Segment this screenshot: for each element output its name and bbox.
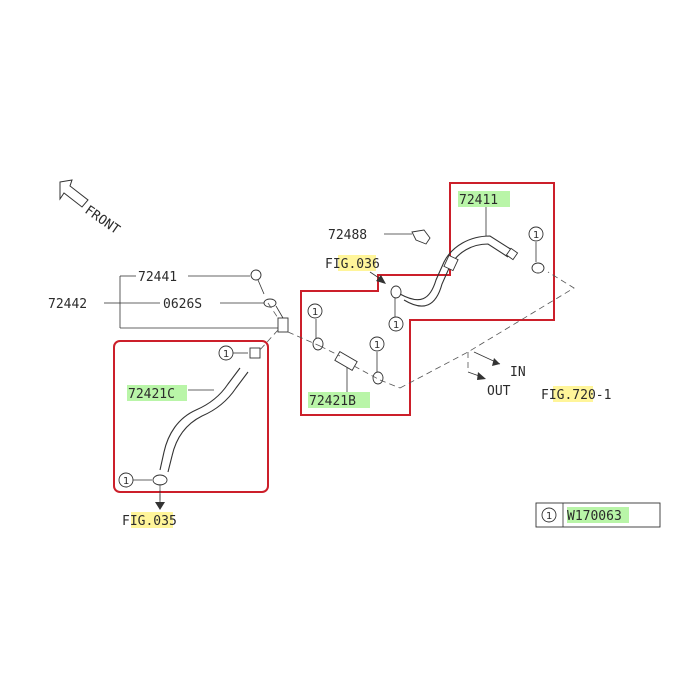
clamp-right: [531, 262, 545, 274]
svg-text:1: 1: [312, 307, 318, 318]
part-label-72441: 72441: [138, 270, 177, 285]
fig-ref-035: FIG.035: [122, 514, 177, 529]
clamp-left-top: [249, 347, 261, 359]
svg-text:1: 1: [393, 320, 399, 331]
hose-72411: [399, 235, 519, 307]
arrow-fig035-icon: [155, 490, 165, 510]
clamp-b-left: [312, 337, 324, 351]
fig-ref-720: FIG.720-1: [541, 388, 611, 403]
highlight-fig036: [338, 255, 376, 271]
clamp-upper: [390, 285, 402, 299]
washer-0626s: [263, 298, 277, 308]
svg-text:1: 1: [223, 349, 229, 360]
callout-1-right: 1: [528, 226, 544, 242]
front-arrow-icon: [59, 179, 89, 208]
part-label-72442: 72442: [48, 297, 87, 312]
arrow-in-icon: [473, 351, 501, 366]
part-label-72421b: 72421B: [309, 394, 356, 409]
arrow-out-icon: [467, 371, 486, 380]
part-label-0626s: 0626S: [163, 297, 202, 312]
highlight-box-left: [113, 340, 269, 493]
hose-72421c: [159, 367, 249, 473]
callout-1-c-top: 1: [218, 345, 234, 361]
highlight-72411: [458, 191, 510, 207]
callout-1-b-left: 1: [307, 303, 323, 319]
center-lines: [159, 271, 575, 500]
highlight-72421b: [308, 392, 370, 408]
part-label-72421c: 72421C: [128, 387, 175, 402]
legend-box: 1 W170063: [535, 502, 661, 528]
svg-text:1: 1: [533, 230, 539, 241]
leader-lines: [133, 207, 537, 481]
flow-label-in: IN: [510, 365, 526, 380]
callout-1-c-bottom: 1: [118, 472, 134, 488]
part-label-72411: 72411: [459, 193, 498, 208]
highlight-fig720: [553, 386, 593, 402]
bolt-72441: [250, 269, 265, 295]
fitting-72488: [411, 229, 431, 245]
highlight-box-upper: [300, 182, 555, 416]
tube-72421b: [334, 351, 358, 371]
tee-joint: [275, 305, 289, 333]
front-label: FRONT: [82, 203, 123, 238]
arrow-fig036-icon: [369, 271, 386, 284]
part-label-72488: 72488: [328, 228, 367, 243]
svg-text:1: 1: [123, 476, 129, 487]
legend-code: W170063: [567, 509, 622, 524]
bracket-72442: [104, 275, 278, 329]
highlight-72421c: [127, 385, 187, 401]
clamp-left-bottom: [152, 474, 168, 486]
callout-1-b-right: 1: [369, 336, 385, 352]
flow-label-out: OUT: [487, 384, 511, 399]
highlight-fig035: [131, 512, 173, 528]
clamp-b-right: [372, 371, 384, 385]
legend-number: 1: [546, 511, 552, 522]
svg-text:1: 1: [374, 340, 380, 351]
fig-ref-036: FIG.036: [325, 257, 380, 272]
callout-1-upper: 1: [388, 316, 404, 332]
highlight-legend-code: [567, 507, 629, 523]
